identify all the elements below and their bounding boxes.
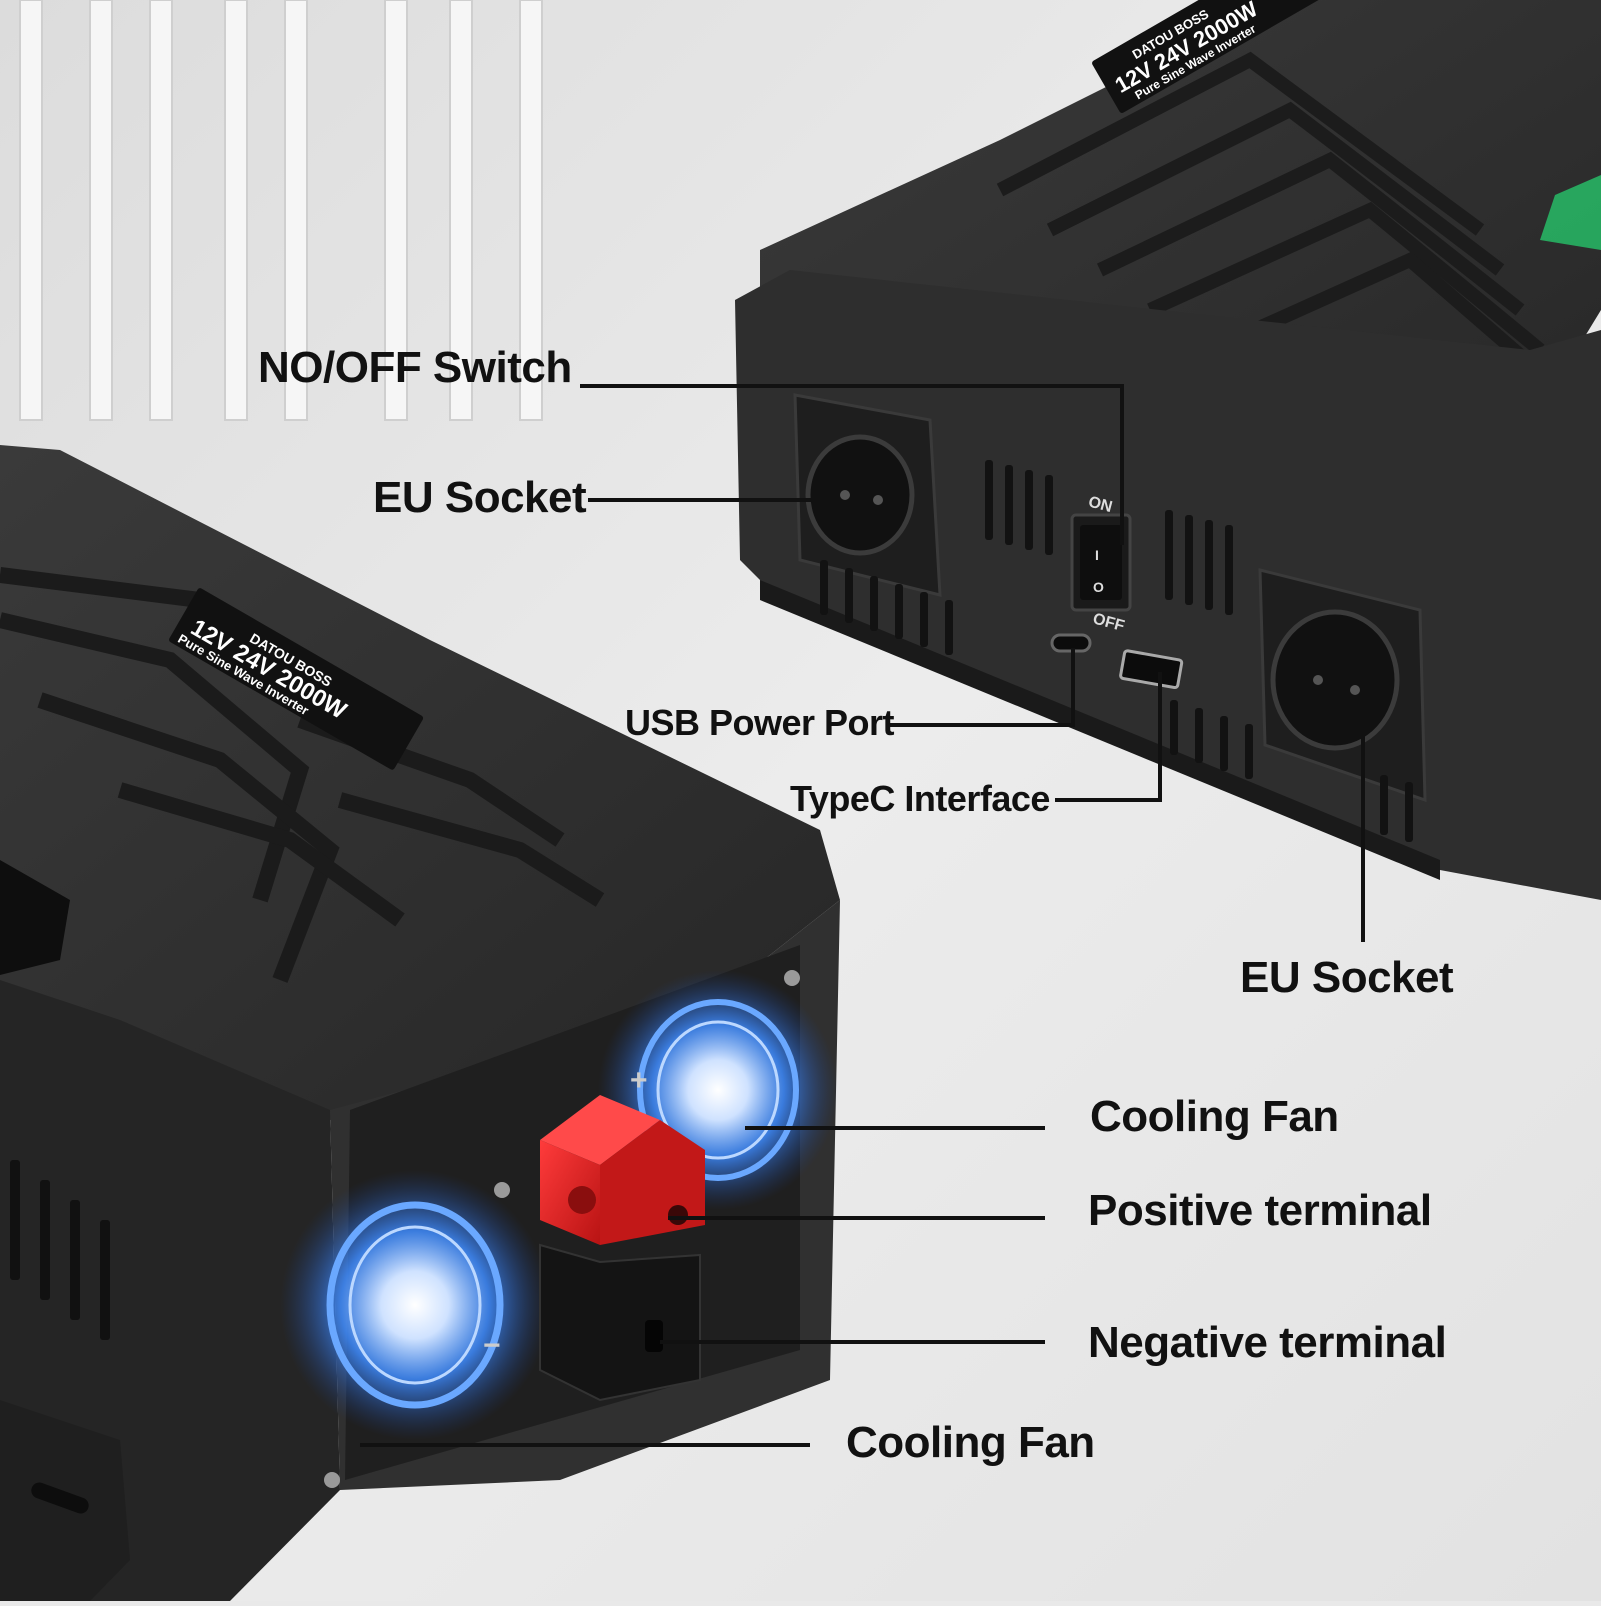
line-on-off-switch: [580, 384, 1124, 545]
negative-terminal: [539, 1243, 701, 1402]
vents-bottom-right: [820, 560, 1413, 842]
label-typec-interface: TypeC Interface: [790, 778, 1050, 819]
right-inverter: DATOU BOSS 12V 24V 2000W Pure Sine Wave …: [735, 0, 1601, 900]
svg-text:O: O: [1093, 579, 1104, 595]
label-cooling-fan-upper: Cooling Fan: [1090, 1092, 1339, 1141]
eu-socket-left: [793, 393, 942, 597]
label-eu-socket-right: EU Socket: [1240, 953, 1454, 1002]
cooling-fins: [996, 51, 1565, 396]
label-on-off-switch: NO/OFF Switch: [258, 343, 572, 392]
vents-right: [985, 460, 1233, 615]
label-negative-terminal: Negative terminal: [1088, 1318, 1447, 1367]
line-typec-interface: [1055, 672, 1162, 802]
cooling-fan-lower: [280, 1170, 550, 1440]
label-cooling-fan-lower: Cooling Fan: [846, 1418, 1095, 1467]
plus-mark: +: [630, 1064, 648, 1097]
label-eu-socket-left: EU Socket: [373, 473, 587, 522]
screws: [324, 970, 800, 1488]
display: [0, 860, 70, 975]
vents-left: [10, 1160, 110, 1340]
left-inverter: DATOU BOSS 12V 24V 2000W Pure Sine Wave …: [0, 445, 840, 1601]
minus-mark: −: [483, 1329, 501, 1362]
usb-port: [1119, 649, 1184, 690]
eu-socket-right: [1258, 568, 1427, 803]
label-positive-terminal: Positive terminal: [1088, 1186, 1432, 1235]
callout-lines: [360, 384, 1365, 1447]
label-usb-power-port: USB Power Port: [625, 702, 895, 743]
background-slats: [19, 0, 543, 421]
positive-terminal: [540, 1095, 705, 1245]
svg-text:ON: ON: [1086, 494, 1114, 517]
line-usb-power-port: [888, 648, 1075, 727]
svg-text:I: I: [1095, 547, 1099, 563]
